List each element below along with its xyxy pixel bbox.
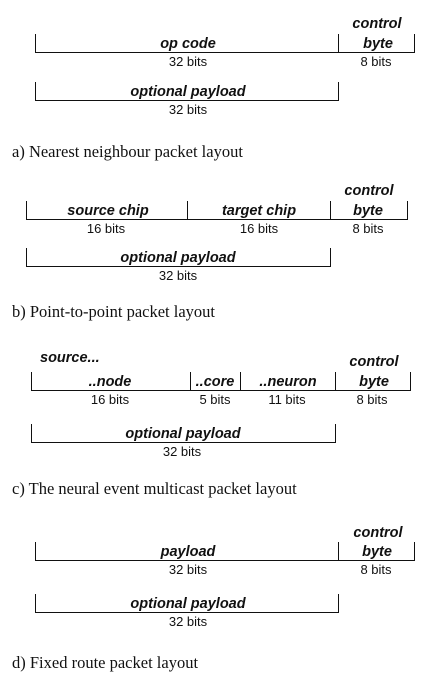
c-payload-right-tick	[335, 424, 336, 443]
c-field-divider-3	[335, 372, 336, 391]
d-payload-label: optional payload	[130, 596, 246, 612]
d-payload-baseline	[35, 612, 339, 613]
c-payload-left-tick	[31, 424, 32, 443]
b-field-divider-2	[330, 201, 331, 220]
a-payload-right-tick	[338, 82, 339, 101]
c-payload-baseline	[31, 442, 336, 443]
c-neuron-bits: 11 bits	[268, 392, 306, 407]
d-field-divider	[338, 542, 339, 561]
d-main-left-tick	[35, 542, 36, 561]
c-core-label: ..core	[195, 374, 235, 390]
b-payload-right-tick	[330, 248, 331, 267]
b-payload-baseline	[26, 266, 331, 267]
c-source-label: source...	[40, 350, 100, 366]
b-field-divider-1	[187, 201, 188, 220]
a-payload-label: optional payload	[130, 84, 246, 100]
c-main-baseline	[31, 390, 411, 391]
a-main-right-tick	[414, 34, 415, 53]
b-control-bits: 8 bits	[352, 221, 384, 236]
b-payload-label: optional payload	[120, 250, 236, 266]
a-control-label-line2: byte	[363, 36, 393, 52]
b-payload-bits: 32 bits	[158, 268, 198, 283]
c-main-left-tick	[31, 372, 32, 391]
b-control-label-line2: byte	[353, 203, 383, 219]
c-caption: c) The neural event multicast packet lay…	[12, 479, 297, 498]
b-source-chip-bits: 16 bits	[86, 221, 126, 236]
d-payload-field-bits: 32 bits	[168, 562, 208, 577]
d-control-label-line1: control	[353, 525, 403, 541]
d-payload-right-tick	[338, 594, 339, 613]
d-main-baseline	[35, 560, 415, 561]
a-opcode-bits: 32 bits	[168, 54, 208, 69]
a-control-bits: 8 bits	[360, 54, 392, 69]
b-main-right-tick	[407, 201, 408, 220]
c-control-bits: 8 bits	[356, 392, 388, 407]
c-main-right-tick	[410, 372, 411, 391]
c-node-label: ..node	[88, 374, 132, 390]
b-payload-left-tick	[26, 248, 27, 267]
c-payload-bits: 32 bits	[162, 444, 202, 459]
a-control-label-line1: control	[352, 16, 402, 32]
a-field-divider	[338, 34, 339, 53]
c-control-label-line2: byte	[359, 374, 389, 390]
a-payload-bits: 32 bits	[168, 102, 208, 117]
b-source-chip-label: source chip	[67, 203, 149, 219]
d-control-bits: 8 bits	[360, 562, 392, 577]
d-payload-left-tick	[35, 594, 36, 613]
d-caption: d) Fixed route packet layout	[12, 653, 199, 672]
b-control-label-line1: control	[344, 183, 394, 199]
d-control-label-line2: byte	[362, 544, 392, 560]
c-core-bits: 5 bits	[199, 392, 231, 407]
b-main-left-tick	[26, 201, 27, 220]
d-payload-bits: 32 bits	[168, 614, 208, 629]
d-main-right-tick	[414, 542, 415, 561]
b-caption: b) Point-to-point packet layout	[12, 302, 216, 321]
a-payload-baseline	[35, 100, 339, 101]
b-target-chip-bits: 16 bits	[239, 221, 279, 236]
a-opcode-label: op code	[160, 36, 216, 52]
b-target-chip-label: target chip	[221, 203, 297, 219]
c-control-label-line1: control	[349, 354, 399, 370]
c-field-divider-2	[240, 372, 241, 391]
c-field-divider-1	[190, 372, 191, 391]
a-main-left-tick	[35, 34, 36, 53]
a-caption: a) Nearest neighbour packet layout	[12, 142, 243, 161]
a-payload-left-tick	[35, 82, 36, 101]
c-neuron-label: ..neuron	[259, 374, 317, 390]
c-payload-label: optional payload	[125, 426, 241, 442]
a-main-baseline	[35, 52, 415, 53]
b-main-baseline	[26, 219, 408, 220]
c-node-bits: 16 bits	[90, 392, 130, 407]
d-payload-field-label: payload	[160, 544, 216, 560]
